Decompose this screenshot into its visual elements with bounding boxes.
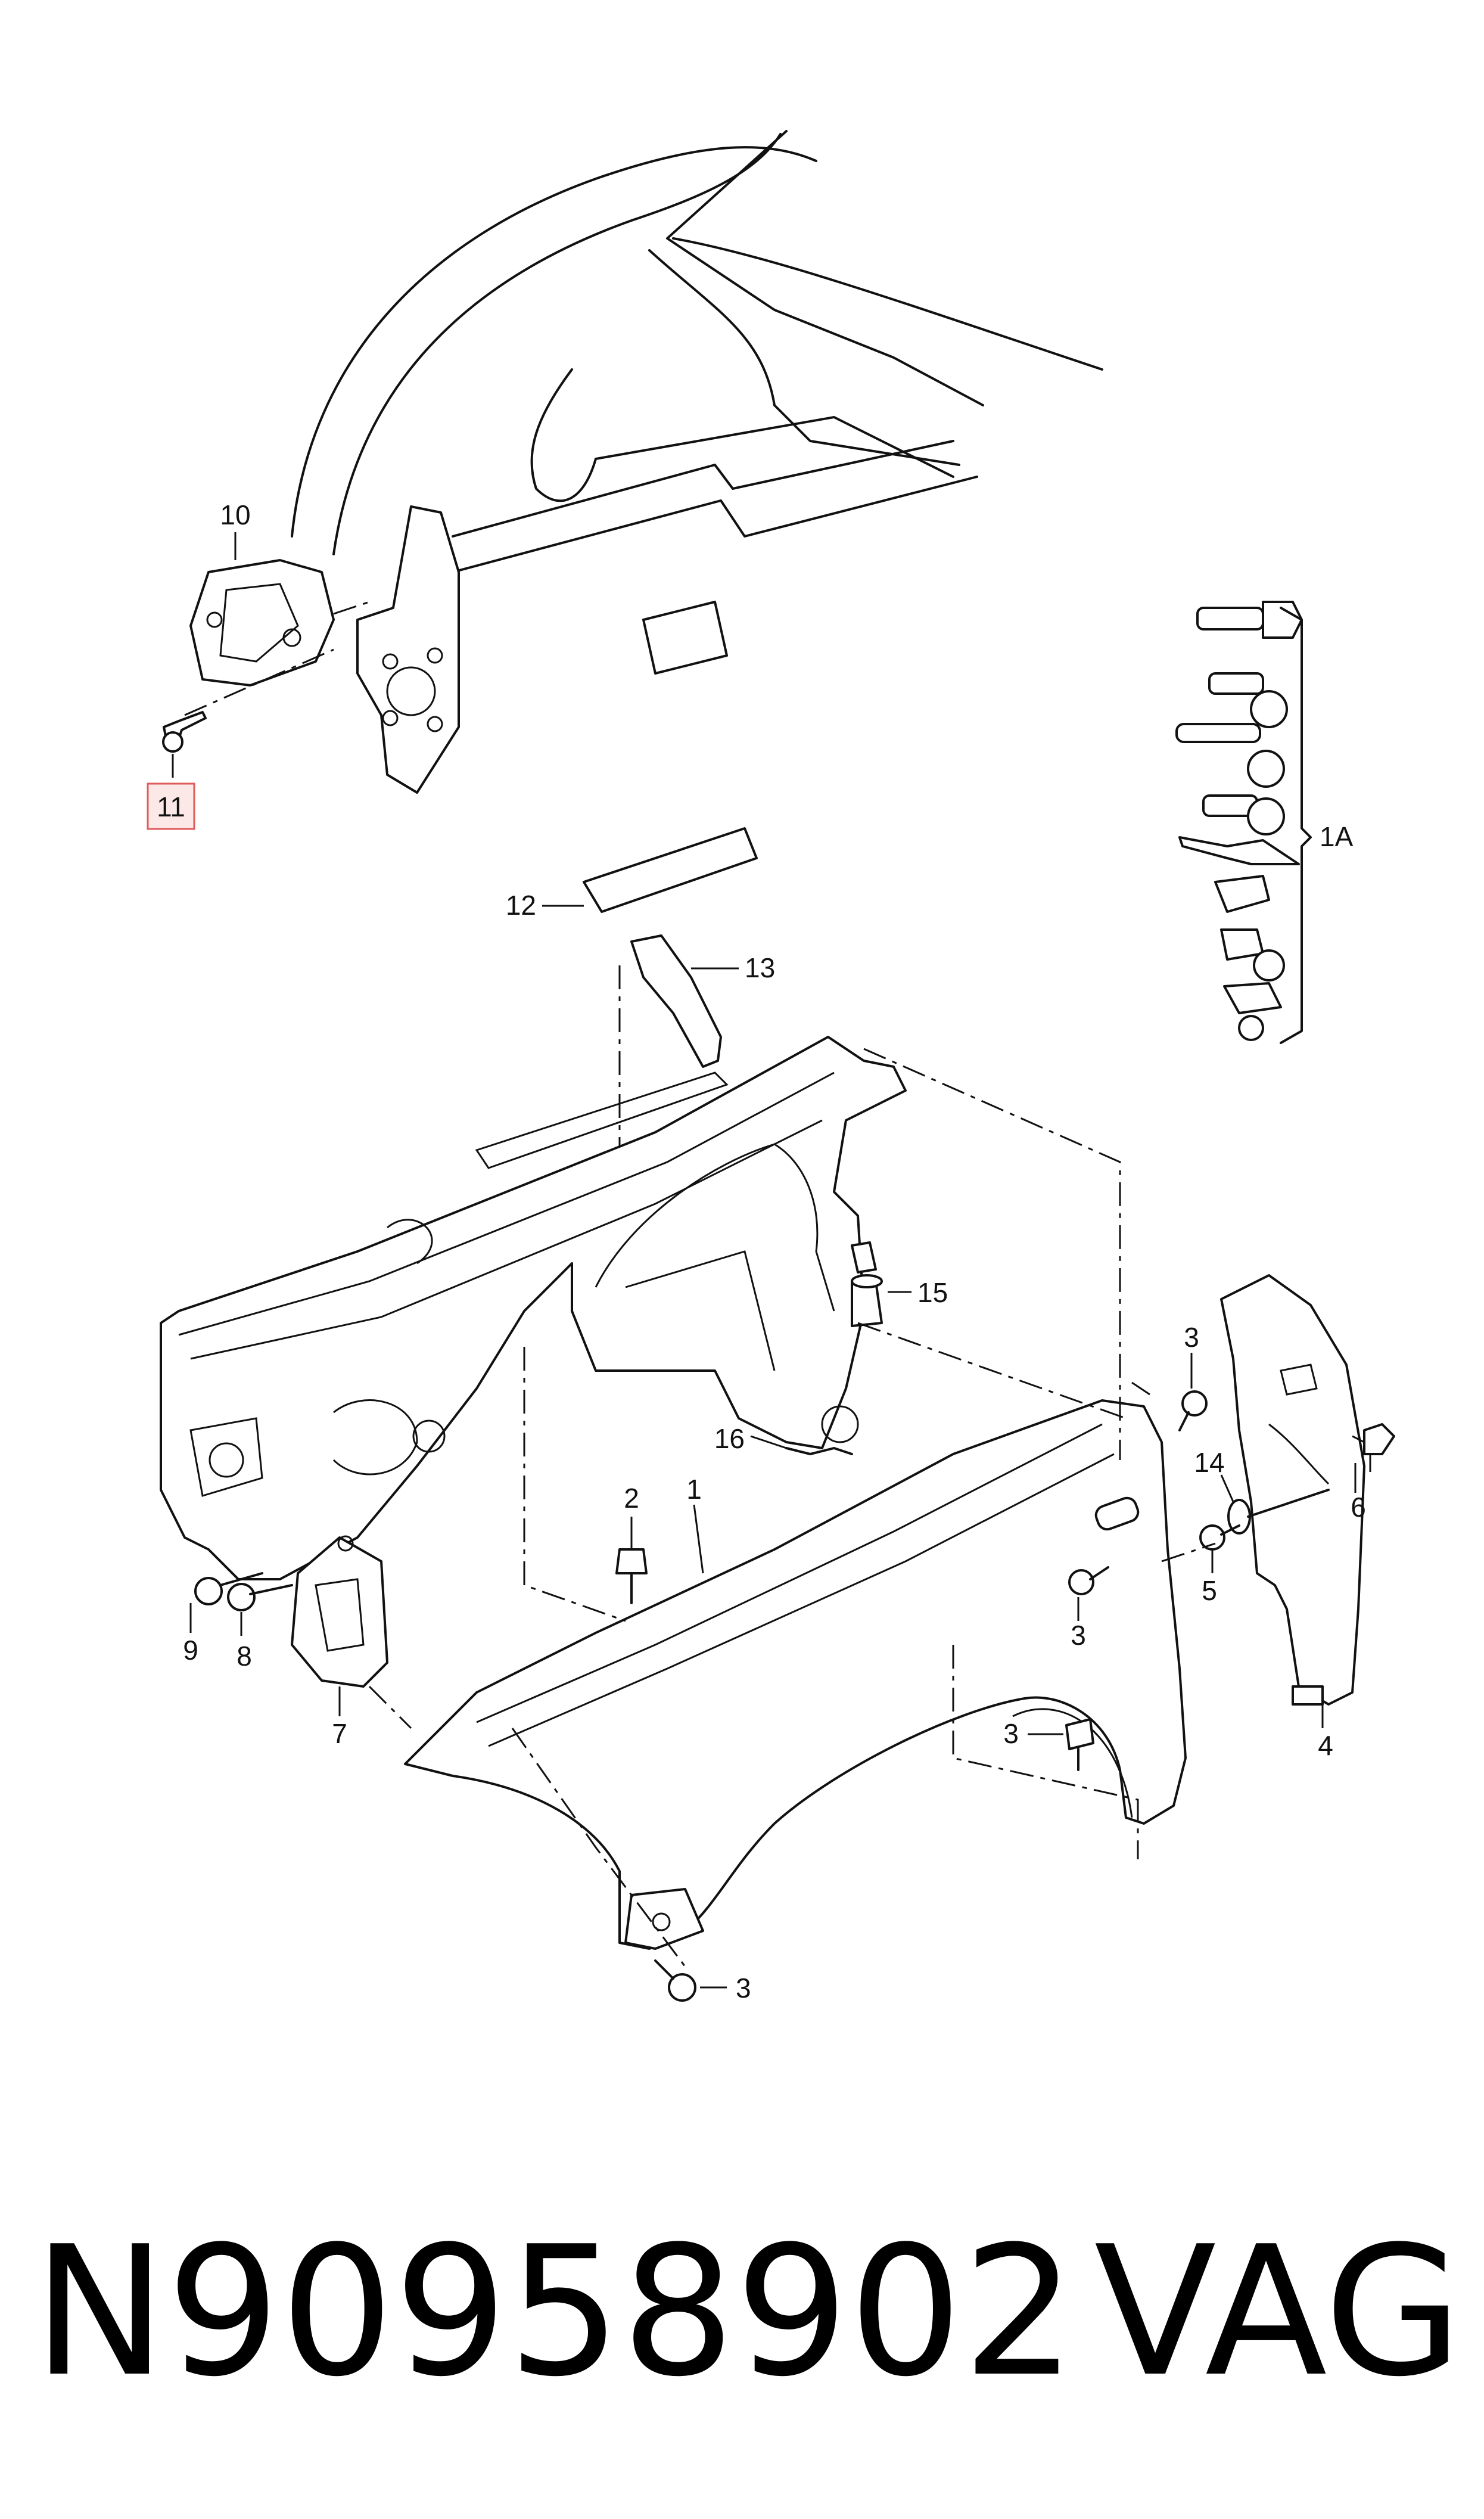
fender-part-1	[404, 1381, 1187, 1950]
bolt-part-2	[615, 1548, 648, 1604]
label-14: 14	[1194, 1447, 1224, 1478]
grommet-part-15	[851, 1274, 883, 1327]
label-5: 5	[1202, 1575, 1217, 1606]
fastener-set-1A	[1175, 601, 1312, 1044]
label-10: 10	[220, 499, 250, 530]
bracket-part-10	[184, 559, 370, 716]
front-frame-drawing	[160, 1036, 907, 1580]
label-3-arch: 3	[1003, 1718, 1019, 1749]
part-number: N90958902	[33, 2208, 1077, 2416]
clip-part-6	[1363, 1423, 1395, 1472]
upper-body-drawing	[291, 130, 1103, 794]
label-3-top: 3	[1184, 1322, 1199, 1353]
trim-strip-part-13	[630, 934, 722, 1068]
label-3-mid: 3	[1071, 1620, 1086, 1651]
inner-trim-part-4	[1220, 1274, 1365, 1706]
bracket-part-16	[785, 1447, 853, 1455]
brand-name: VAG	[1094, 2208, 1463, 2416]
label-3-bottom: 3	[736, 1973, 751, 2004]
label-16: 16	[714, 1423, 745, 1454]
label-8: 8	[237, 1641, 252, 1672]
label-9: 9	[183, 1635, 198, 1666]
label-15: 15	[917, 1277, 948, 1308]
trim-strip-part-12	[583, 827, 758, 913]
bolt-part-9	[194, 1572, 263, 1605]
label-2: 2	[624, 1483, 639, 1514]
leader-lines	[172, 532, 1365, 1989]
label-1: 1	[686, 1474, 702, 1505]
bolt-part-3-group	[654, 1390, 1208, 2002]
label-1A: 1A	[1320, 821, 1354, 852]
label-4: 4	[1318, 1730, 1333, 1761]
part-labels: 10 11 1A 12 13 15 16 2 1 3 14 6 5 3 4 3 …	[157, 499, 1366, 2004]
bolt-part-8	[227, 1583, 293, 1611]
highlight-box-11	[147, 782, 195, 830]
assembly-guide-lines	[511, 1048, 1216, 1967]
bolt-part-11	[162, 711, 207, 753]
washer-part-14	[1227, 1489, 1330, 1535]
label-11: 11	[157, 791, 185, 822]
label-7: 7	[332, 1718, 347, 1749]
label-6: 6	[1351, 1492, 1366, 1523]
part-number-footer: N90958902 VAG	[33, 2205, 1463, 2419]
label-12: 12	[506, 890, 536, 921]
bracket-part-7	[291, 1535, 412, 1729]
label-13: 13	[745, 952, 775, 983]
